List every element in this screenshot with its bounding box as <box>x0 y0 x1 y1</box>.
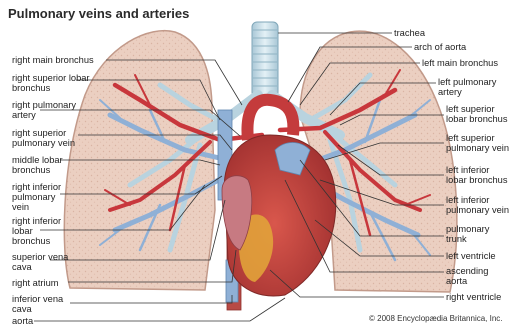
label-right-superior-pulmonary-vein: right superior pulmonary vein <box>12 128 75 148</box>
label-ascending-aorta: ascending aorta <box>446 266 488 286</box>
label-left-inferior-lobar-bronchus: left inferior lobar bronchus <box>446 165 508 185</box>
label-left-pulmonary-artery: left pulmonary artery <box>438 77 496 97</box>
label-inferior-vena-cava: inferior vena cava <box>12 294 63 314</box>
diagram-title: Pulmonary veins and arteries <box>8 6 189 21</box>
label-left-main-bronchus: left main bronchus <box>422 58 498 68</box>
label-right-superior-lobar-bronchus: right superior lobar bronchus <box>12 73 90 93</box>
label-left-ventricle: left ventricle <box>446 251 496 261</box>
label-trachea: trachea <box>394 28 425 38</box>
copyright-notice: © 2008 Encyclopædia Britannica, Inc. <box>369 314 503 323</box>
label-right-inferior-pulmonary-vein: right inferior pulmonary vein <box>12 182 61 212</box>
label-middle-lobar-bronchus: middle lobar bronchus <box>12 155 63 175</box>
label-left-inferior-pulmonary-vein: left inferior pulmonary vein <box>446 195 509 215</box>
label-superior-vena-cava: superior vena cava <box>12 252 68 272</box>
label-right-pulmonary-artery: right pulmonary artery <box>12 100 76 120</box>
label-right-inferior-lobar-bronchus: right inferior lobar bronchus <box>12 216 61 246</box>
label-right-ventricle: right ventricle <box>446 292 501 302</box>
label-left-superior-pulmonary-vein: left superior pulmonary vein <box>446 133 509 153</box>
label-pulmonary-trunk: pulmonary trunk <box>446 224 489 244</box>
label-aorta: aorta <box>12 316 33 326</box>
label-left-superior-lobar-bronchus: left superior lobar bronchus <box>446 104 508 124</box>
label-arch-of-aorta: arch of aorta <box>414 42 466 52</box>
label-right-main-bronchus: right main bronchus <box>12 55 94 65</box>
label-right-atrium: right atrium <box>12 278 59 288</box>
